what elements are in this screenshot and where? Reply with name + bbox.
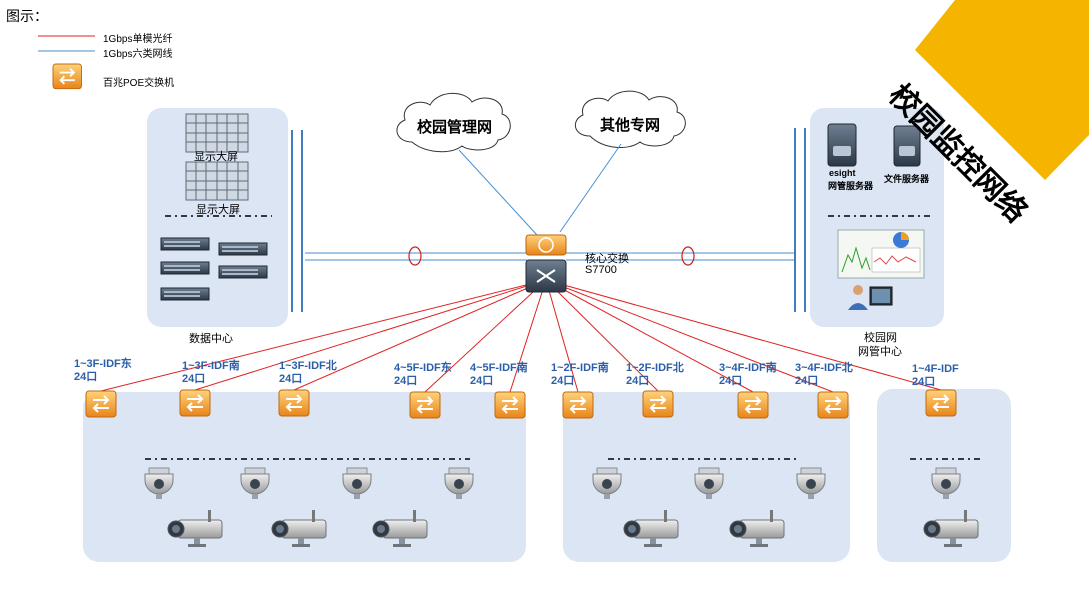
poe-switch-icon [925, 389, 957, 417]
fiber-link [194, 279, 547, 391]
storage-rack-icon-3 [160, 261, 210, 275]
switch-ports: 24口 [551, 375, 575, 387]
storage-rack-icon-5 [160, 287, 210, 301]
poe-switch-icon [642, 390, 674, 418]
switch-ports: 24口 [394, 375, 418, 387]
switch-location: 1~2F-IDF南 [551, 362, 609, 374]
switch-ports: 24口 [74, 371, 98, 383]
storage-rack-icon-1 [160, 237, 210, 251]
nms-center-bus [794, 128, 806, 312]
display-screen-icon-1 [185, 113, 249, 153]
poe-switch-icon [737, 391, 769, 419]
poe-switch-icon [409, 391, 441, 419]
display-screen-icon-2 [185, 161, 249, 201]
switch-location: 1~3F-IDF北 [279, 360, 337, 372]
fiber-link [545, 279, 834, 393]
fiber-link [545, 279, 754, 393]
switch-ports: 24口 [795, 375, 819, 387]
legend-copper-label: 1Gbps六类网线 [103, 49, 173, 60]
esight-server-label: esight [829, 168, 856, 178]
esight-server-icon [827, 123, 857, 167]
switch-location: 3~4F-IDF南 [719, 362, 777, 374]
campus-mgmt-cloud-label: 校园管理网 [417, 119, 493, 136]
storage-rack-icon-4 [218, 265, 268, 279]
fiber-link [545, 279, 659, 392]
fiber-link [509, 279, 547, 393]
switch-ports: 24口 [719, 375, 743, 387]
switch-location: 1~4F-IDF [912, 363, 959, 375]
fiber-link [293, 279, 547, 391]
file-server-label: 文件服务器 [884, 174, 930, 184]
poe-switch-icon [817, 391, 849, 419]
data-center-bus [291, 130, 303, 312]
legend-poe-label: 百兆POE交换机 [103, 78, 175, 89]
switch-ports: 24口 [626, 375, 650, 387]
core-switch-icon [525, 234, 567, 293]
campus-mgmt-cloud [396, 92, 511, 153]
switch-location: 4~5F-IDF南 [470, 362, 528, 374]
switch-location: 1~2F-IDF北 [626, 362, 684, 374]
switch-location: 1~3F-IDF南 [182, 360, 240, 372]
trunk-right [566, 246, 795, 266]
fiber-links [100, 279, 942, 393]
switch-ports: 24口 [182, 373, 206, 385]
link-core-other-private [559, 143, 622, 233]
switch-ports: 24口 [279, 373, 303, 385]
poe-switch-icon [494, 391, 526, 419]
display-screen-label-1: 显示大屏 [194, 151, 238, 163]
nms-center-label-2: 网管中心 [858, 346, 902, 358]
monitoring-dashboard-icon [837, 229, 925, 279]
switch-ports: 24口 [912, 376, 936, 388]
fiber-link [545, 279, 942, 391]
fiber-link [100, 279, 547, 392]
legend-title: 图示： [6, 8, 48, 24]
switch-location: 4~5F-IDF东 [394, 362, 452, 374]
switch-location: 3~4F-IDF北 [795, 362, 853, 374]
core-switch-name: 核心交换 [585, 253, 629, 265]
poe-switch-icon [562, 391, 594, 419]
legend-poe-switch-icon [52, 63, 83, 90]
legend-fiber-label: 1Gbps单模光纤 [103, 34, 173, 45]
core-switch-model: S7700 [585, 264, 617, 276]
poe-switch-icon [278, 389, 310, 417]
switch-ports: 24口 [470, 375, 494, 387]
file-server-icon [893, 125, 921, 167]
other-private-cloud-label: 其他专网 [600, 117, 661, 134]
nms-center-label-1: 校园网 [864, 332, 897, 344]
link-core-campus-mgmt [458, 149, 538, 236]
esight-server-sublabel: 网管服务器 [828, 181, 874, 191]
poe-switch-icon [85, 390, 117, 418]
fiber-link [424, 279, 547, 393]
poe-switch-icon [179, 389, 211, 417]
admin-workstation-icon [848, 285, 893, 310]
fiber-link [545, 279, 579, 393]
switch-location: 1~3F-IDF东 [74, 358, 132, 370]
data-center-label: 数据中心 [189, 333, 233, 345]
trunk-left [305, 246, 527, 266]
other-private-cloud [574, 90, 686, 148]
display-screen-label-2: 显示大屏 [196, 204, 240, 216]
storage-rack-icon-2 [218, 242, 268, 256]
